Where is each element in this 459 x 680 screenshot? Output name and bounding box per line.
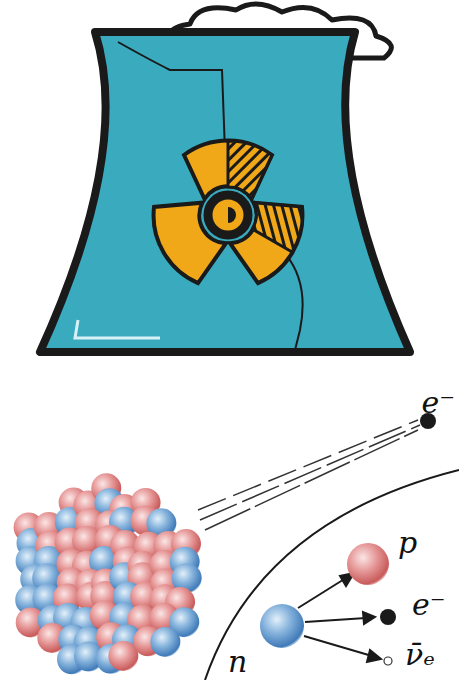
antineutrino (384, 657, 392, 665)
electron (380, 609, 396, 625)
antineutrino-label: ν̄ₑ (405, 640, 435, 670)
nucleus (14, 473, 202, 674)
proton (347, 543, 389, 585)
electron-label: e⁻ (412, 590, 446, 620)
neutron (260, 604, 304, 648)
inset-boundary (205, 470, 459, 680)
nucleon (108, 641, 138, 671)
radiation-symbol (141, 140, 314, 290)
cooling-tower (40, 32, 410, 352)
tower-highlight (75, 320, 160, 338)
nucleon (150, 627, 180, 657)
neutron-label: n (228, 647, 247, 677)
electron-label: e⁻ (421, 388, 455, 418)
electron-track (198, 420, 420, 530)
proton-label: p (398, 528, 417, 558)
decay-arrows (298, 573, 381, 662)
